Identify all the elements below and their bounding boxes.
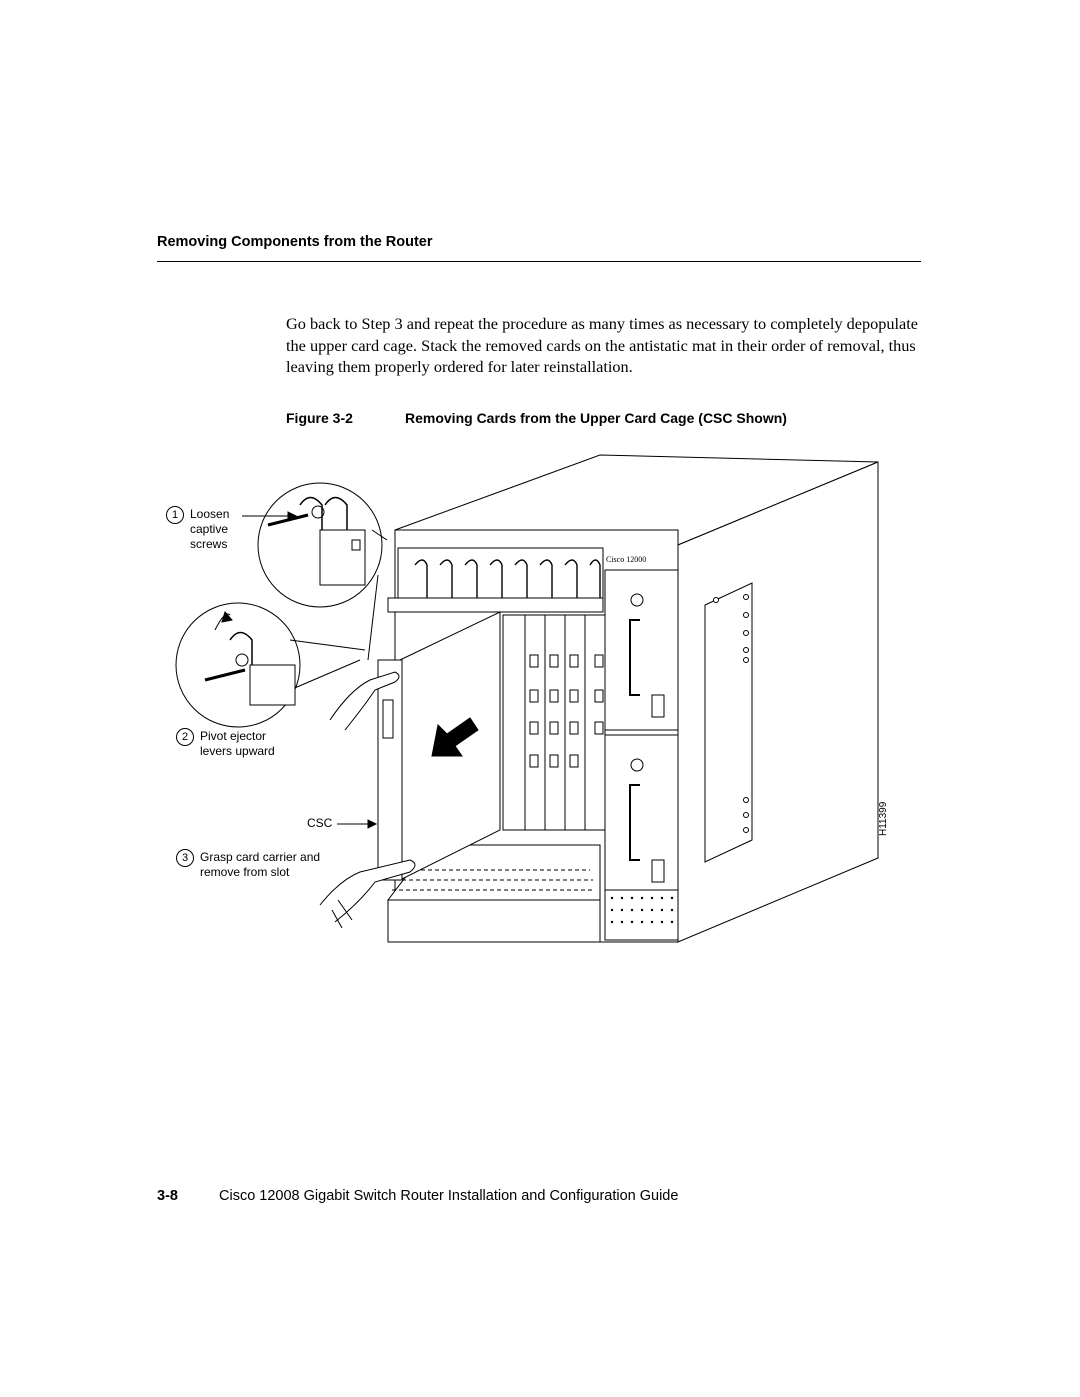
figure-title: Removing Cards from the Upper Card Cage … xyxy=(405,410,787,426)
csc-label: CSC xyxy=(307,816,333,830)
callout-number: 3 xyxy=(176,849,194,867)
chassis-badge: Cisco 12000 xyxy=(606,555,647,564)
hand-lower xyxy=(319,859,416,923)
drawer-mesh xyxy=(392,869,594,891)
figure-caption: Figure 3-2 Removing Cards from the Upper … xyxy=(286,410,787,426)
card-levers xyxy=(414,559,601,610)
doc-title: Cisco 12008 Gigabit Switch Router Instal… xyxy=(219,1188,679,1204)
csc-card-faceplate xyxy=(377,659,403,881)
power-module-upper xyxy=(604,569,679,731)
power-switch-upper xyxy=(651,694,665,718)
air-filter-drawer xyxy=(387,899,601,943)
figure-label: Figure 3-2 xyxy=(286,410,353,426)
callout-text: Pivot ejector levers upward xyxy=(200,729,275,758)
page-footer: 3-8 Cisco 12008 Gigabit Switch Router Ins… xyxy=(157,1188,678,1204)
removal-arrow xyxy=(431,717,479,757)
power-handle-upper xyxy=(629,619,640,696)
grille-dots xyxy=(610,896,674,924)
hand-upper xyxy=(329,671,400,731)
power-handle-lower xyxy=(629,784,640,861)
cage-bar xyxy=(387,597,604,613)
callout-text: Grasp card carrier and remove from slot xyxy=(200,850,321,879)
callout-number: 1 xyxy=(166,506,184,524)
callout-number: 2 xyxy=(176,728,194,746)
side-rail-holes xyxy=(713,594,749,833)
installed-cards xyxy=(502,614,606,831)
callout-text: Loosen captive screws xyxy=(190,507,230,551)
body-paragraph: Go back to Step 3 and repeat the procedu… xyxy=(286,314,919,376)
card-ports xyxy=(529,654,604,768)
power-module-lower xyxy=(604,734,679,891)
power-switch-lower xyxy=(651,859,665,883)
figure-id: H11399 xyxy=(878,801,889,836)
section-header: Removing Components from the Router xyxy=(157,234,433,250)
header-rule xyxy=(157,261,921,262)
page-number: 3-8 xyxy=(157,1188,178,1204)
side-rail xyxy=(704,582,753,863)
